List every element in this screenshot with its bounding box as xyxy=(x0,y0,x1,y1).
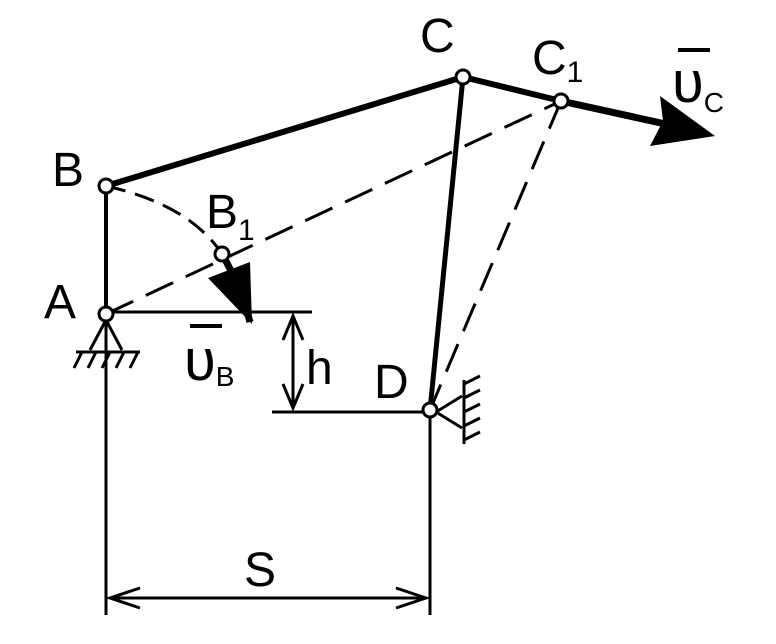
label-B1: B1 xyxy=(206,186,255,247)
vC-arrowhead xyxy=(650,96,715,146)
dashed-arc-B-B1 xyxy=(105,184,224,255)
link-C-C1 xyxy=(460,74,564,104)
link-BC xyxy=(103,74,466,189)
support-A xyxy=(72,319,140,369)
dimension-arrowheads xyxy=(105,312,431,610)
joints xyxy=(97,68,570,419)
point-labels: A B B1 C C1 D xyxy=(44,10,583,409)
label-A: A xyxy=(44,276,76,329)
dimension-lines xyxy=(104,310,432,615)
label-vB: υB xyxy=(184,328,234,393)
support-D xyxy=(435,374,481,444)
s-arrowhead-right xyxy=(395,586,431,610)
dashed-link-C1-D xyxy=(428,100,563,411)
label-S: S xyxy=(244,544,276,597)
link-CD xyxy=(427,74,466,413)
velocity-labels: υB υC xyxy=(184,48,724,393)
joint-D xyxy=(421,401,439,419)
s-arrowhead-left xyxy=(105,586,141,610)
joint-C1 xyxy=(552,92,570,110)
joint-B xyxy=(97,177,115,195)
label-D: D xyxy=(374,356,409,409)
vB-arrowhead xyxy=(208,262,252,324)
dimension-labels: h S xyxy=(244,342,333,597)
links-solid xyxy=(103,74,564,413)
links-dashed xyxy=(105,99,563,411)
label-h: h xyxy=(306,342,333,395)
label-vC: υC xyxy=(672,50,724,118)
joint-B1 xyxy=(213,245,231,263)
label-B: B xyxy=(52,144,84,197)
joint-A xyxy=(97,305,115,323)
label-C1: C1 xyxy=(532,32,583,89)
h-arrowhead-top xyxy=(281,312,305,341)
label-C: C xyxy=(420,10,455,63)
joint-C xyxy=(454,68,472,86)
vC-arrow-shaft xyxy=(560,97,671,129)
h-arrowhead-bottom xyxy=(281,383,305,412)
dashed-link-A-C1 xyxy=(105,99,562,316)
velocity-vector-vC xyxy=(560,96,715,146)
